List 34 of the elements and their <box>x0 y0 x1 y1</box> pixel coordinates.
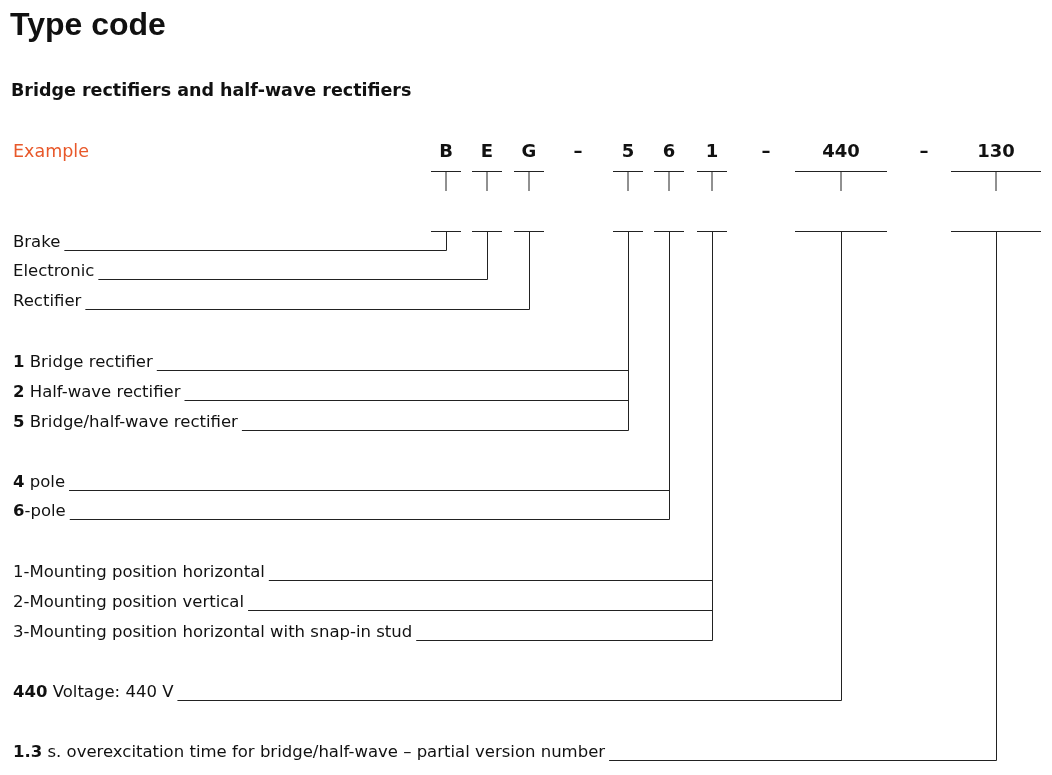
description-text: 440 Voltage: 440 V <box>13 682 174 702</box>
leader-line <box>241 231 629 431</box>
description-text: 1 Bridge rectifier <box>13 352 153 372</box>
code-character: 130 <box>976 140 1016 162</box>
code-character: B <box>438 140 454 162</box>
separator-dash: – <box>918 140 930 161</box>
subtitle: Bridge rectifiers and half-wave rectifiers <box>11 80 412 100</box>
description-text: Electronic <box>13 261 95 281</box>
description-text: 2 Half-wave rectifier <box>13 382 181 402</box>
code-character: 6 <box>661 140 677 162</box>
description-text: 1-Mounting position horizontal <box>13 562 265 582</box>
code-character: 440 <box>821 140 861 162</box>
code-character: 5 <box>620 140 636 162</box>
leader-line <box>63 231 447 251</box>
description-text: 6-pole <box>13 501 66 521</box>
description-text: 3-Mounting position horizontal with snap-in stud <box>13 622 413 642</box>
code-character: G <box>520 140 538 162</box>
description-text: Brake <box>13 232 61 252</box>
separator-dash: – <box>572 140 584 161</box>
example-label: Example <box>13 141 89 161</box>
code-character: 1 <box>704 140 720 162</box>
leader-line <box>84 231 530 310</box>
description-text: 2-Mounting position vertical <box>13 592 245 612</box>
leader-line <box>176 231 842 701</box>
description-text: 4 pole <box>13 472 66 492</box>
separator-dash: – <box>760 140 772 161</box>
leader-line <box>415 231 713 641</box>
page-title: Type code <box>10 6 166 43</box>
code-character: E <box>479 140 495 162</box>
leader-line <box>608 231 997 761</box>
description-text: 5 Bridge/half-wave rectifier <box>13 412 238 432</box>
leader-line <box>97 231 488 280</box>
description-text: Rectifier <box>13 291 82 311</box>
description-text: 1.3 s. overexcitation time for bridge/half-wave – partial version number <box>13 742 606 762</box>
